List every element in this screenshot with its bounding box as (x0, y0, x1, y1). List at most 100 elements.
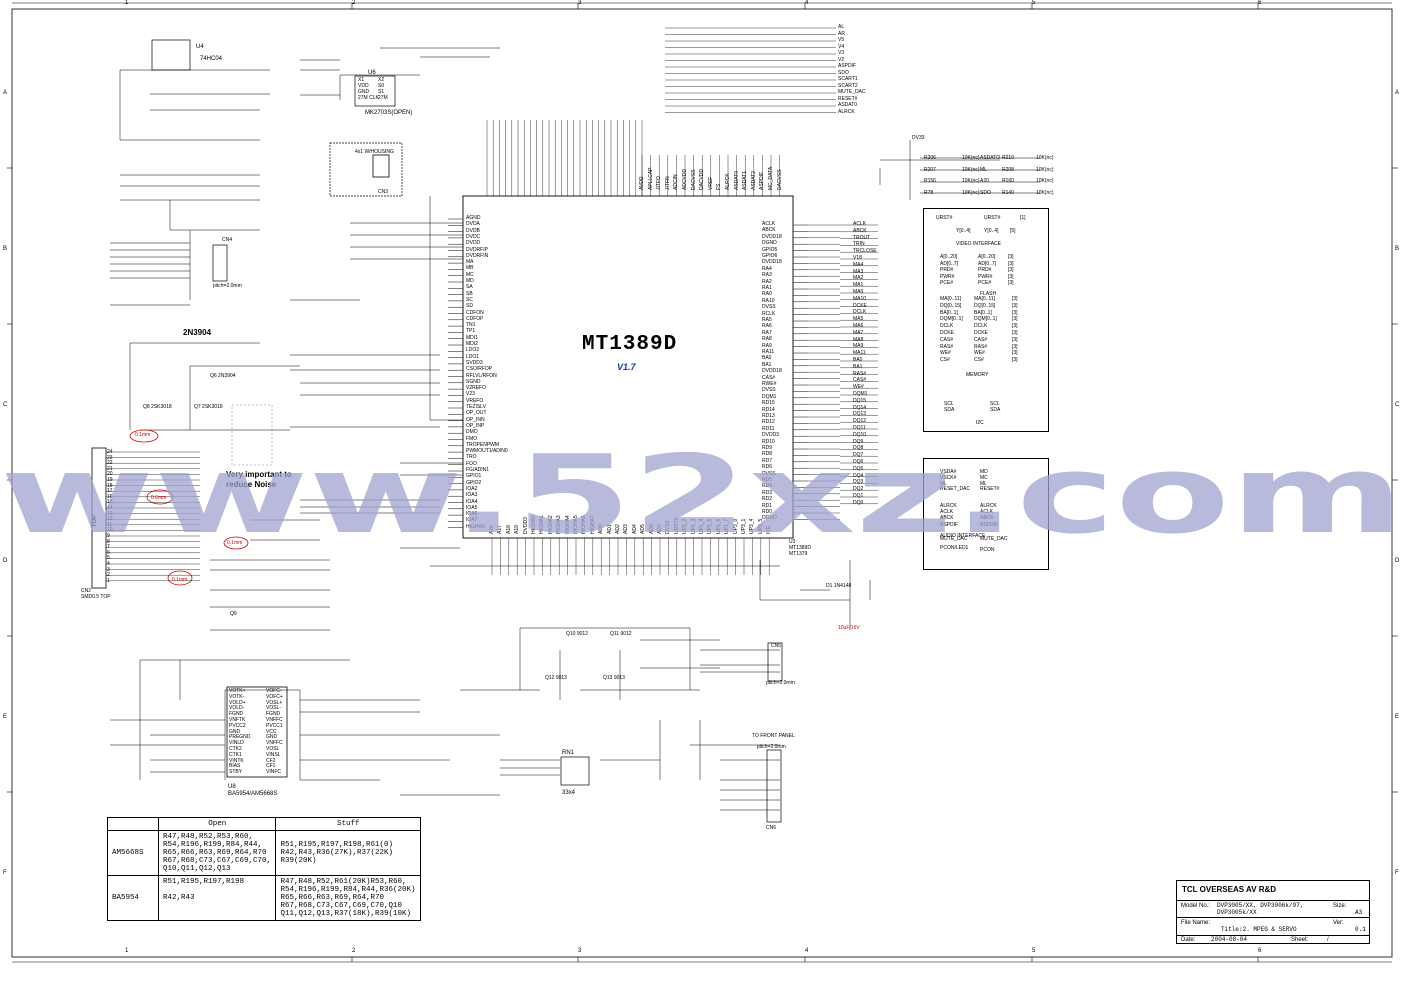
cn2-pin-num-0: 24 (107, 449, 113, 455)
chip-right-net-17: MA8 (853, 336, 864, 343)
frame-row-right-F: F (1395, 870, 1399, 876)
title-model-value: DVP3005/XX, DVP3006k/97, (1217, 902, 1304, 909)
cn2-pin-num-23: 1 (107, 577, 110, 584)
q8-label: Q8 2SK3018 (143, 404, 172, 410)
cn3-housing (372, 154, 390, 178)
chip-top-pin-4: ADCIN (673, 174, 680, 190)
chip-right-net-13: DCLK (853, 309, 867, 316)
chip-version: V1.7 (617, 362, 636, 372)
u6-pin-5: S1 (378, 89, 385, 95)
pullup-net-3: SDO (980, 189, 991, 196)
chip-right-pin-29: RD14 (762, 406, 775, 413)
bom-model: AM5668S (107, 830, 159, 876)
rp-pcon-port: PCON (980, 547, 995, 553)
chip-left-pin-42: GPIO2 (466, 479, 482, 486)
chip-top-pin-2: JITFO (656, 176, 663, 190)
frame-row-right-C: C (1395, 402, 1400, 408)
chip-right-pin-17: RA7 (762, 329, 772, 336)
rp-mem-net-3: DQM[0..1] (940, 316, 963, 323)
av-net-6: ASPDIF (838, 63, 857, 69)
frame-col-top-4: 4 (805, 0, 809, 6)
av-net-12: ASDAT0 (838, 102, 858, 108)
rn1-body (560, 756, 590, 786)
chip-ref-alt: MT1379 (789, 551, 808, 557)
rp-i2c-net-0: SCL (944, 401, 954, 407)
rp-urst-sheet: [1] (1020, 215, 1026, 221)
bom-open: R47,R48,R52,R53,R60,R54,R196,R199,R84,R4… (157, 830, 277, 876)
chip-right-net-6: MA4 (853, 261, 864, 268)
chip-right-net-20: BA0 (853, 357, 863, 363)
u6-pin-3: S0 (378, 83, 385, 89)
pullup-val-a-0: 10K(nc) (962, 155, 980, 161)
chip-right-pin-34: RD10 (762, 438, 775, 445)
chip-left-pin-45: IOA4 (466, 498, 478, 505)
pullup-ref-b-1: R208 (1002, 166, 1014, 173)
chip-top-pin-14: ASPDIF (759, 171, 766, 190)
chip-right-pin-39: DVSS (762, 470, 776, 477)
frame-col-bottom-3: 3 (578, 948, 582, 954)
cn4-ref: CN4 (222, 237, 233, 243)
u8-right-pin-10: VOSL (266, 746, 280, 752)
cn2-pin-num-16: 8 (107, 538, 110, 545)
cn2-pin-num-7: 17 (107, 488, 113, 495)
pullup-ref-b-0: R210 (1002, 155, 1014, 161)
chip-left-pin-31: OP_OUT (466, 410, 487, 417)
chip-ref-part: MT1389D (789, 545, 811, 551)
chip-right-net-32: DQ9 (853, 438, 864, 445)
chip-right-net-11: MA10 (853, 295, 867, 302)
u4-body (151, 39, 191, 71)
rp-addr-net-0: A[0..20] (940, 254, 958, 260)
chip-left-pin-4: DVDD (466, 240, 481, 247)
cn2-pin-num-14: 10 (107, 527, 113, 534)
annotation-4: 0.1mm (172, 577, 188, 583)
chip-top-pin-12: ASDAT1 (742, 170, 749, 190)
chip-right-pin-19: RA9 (762, 342, 772, 349)
chip-left-pin-37: PWMOUT1/ADIN0 (466, 448, 508, 455)
chip-left-pin-38: TRO (466, 454, 477, 461)
q13-label: Q13 9013 (603, 675, 625, 681)
chip-left-pin-18: TP1 (466, 328, 476, 335)
rp-mem-port-6: CAS# (974, 336, 988, 343)
rp-audio-net-0: VSDA# (940, 469, 957, 475)
chip-right-pin-43: RD2 (762, 496, 773, 503)
chip-top-pin-8: VREF (707, 176, 714, 190)
annotation-3: 0.1mm (227, 540, 243, 546)
rp-mem-port-4: DCLK (974, 323, 988, 330)
bom-stuff-line: R67,R68,C73,C67,C69,C70,Q10 (280, 902, 402, 910)
noise-note-line2: reduce Noise (226, 480, 277, 489)
chip-right-net-33: DQ8 (853, 445, 864, 452)
rp-addr-port-0: A[0..20] (978, 254, 996, 260)
noise-box (231, 404, 273, 466)
u8-right-pin-12: CF2 (266, 757, 276, 764)
chip-left-pin-14: SD (466, 303, 473, 310)
cn2-pin-num-21: 3 (107, 566, 110, 573)
chip-left-pin-41: GPIO1 (466, 473, 482, 480)
rp-audio-title: AUDIO INTERFACE (940, 533, 986, 539)
rp-audio-net-3: RESET_DAC (940, 486, 971, 493)
rp-mem-net-4: DCLK (940, 323, 954, 330)
chip-right-net-12: DCKE (853, 302, 867, 309)
cn3-frame (329, 142, 403, 197)
cn6-body (766, 749, 782, 823)
chip-left-pin-20: MDI2 (466, 341, 478, 347)
u4-part: 74HC04 (200, 56, 223, 62)
chip-right-pin-9: RA2 (762, 278, 772, 285)
rp-mem-port-3: DQM[0..1] (974, 316, 997, 323)
front-panel-label: TO FRONT PANEL (752, 733, 795, 739)
watermark-text: www.52xz.com (0, 452, 1404, 538)
title-block: TCL OVERSEAS AV R&D Model No.: DVP3005/X… (1176, 880, 1370, 944)
av-net-5: V2 (838, 56, 845, 63)
chip-right-net-24: WE# (853, 384, 864, 391)
rp-urst-net: URST# (936, 215, 953, 221)
title-model-value-2: DVP3005k/XX (1217, 909, 1257, 916)
chip-right-pin-38: RD6 (762, 464, 773, 471)
chip-right-pin-8: RA3 (762, 272, 772, 279)
pullup-val-b-1: 10K(nc) (1036, 166, 1054, 173)
chip-left-pin-35: FMO (466, 435, 478, 442)
rp-mem-net-8: WE# (940, 350, 951, 357)
rp-i2c-port-1: SDA (990, 407, 1001, 413)
u8-left-pin-5: VNFTK (229, 717, 246, 723)
